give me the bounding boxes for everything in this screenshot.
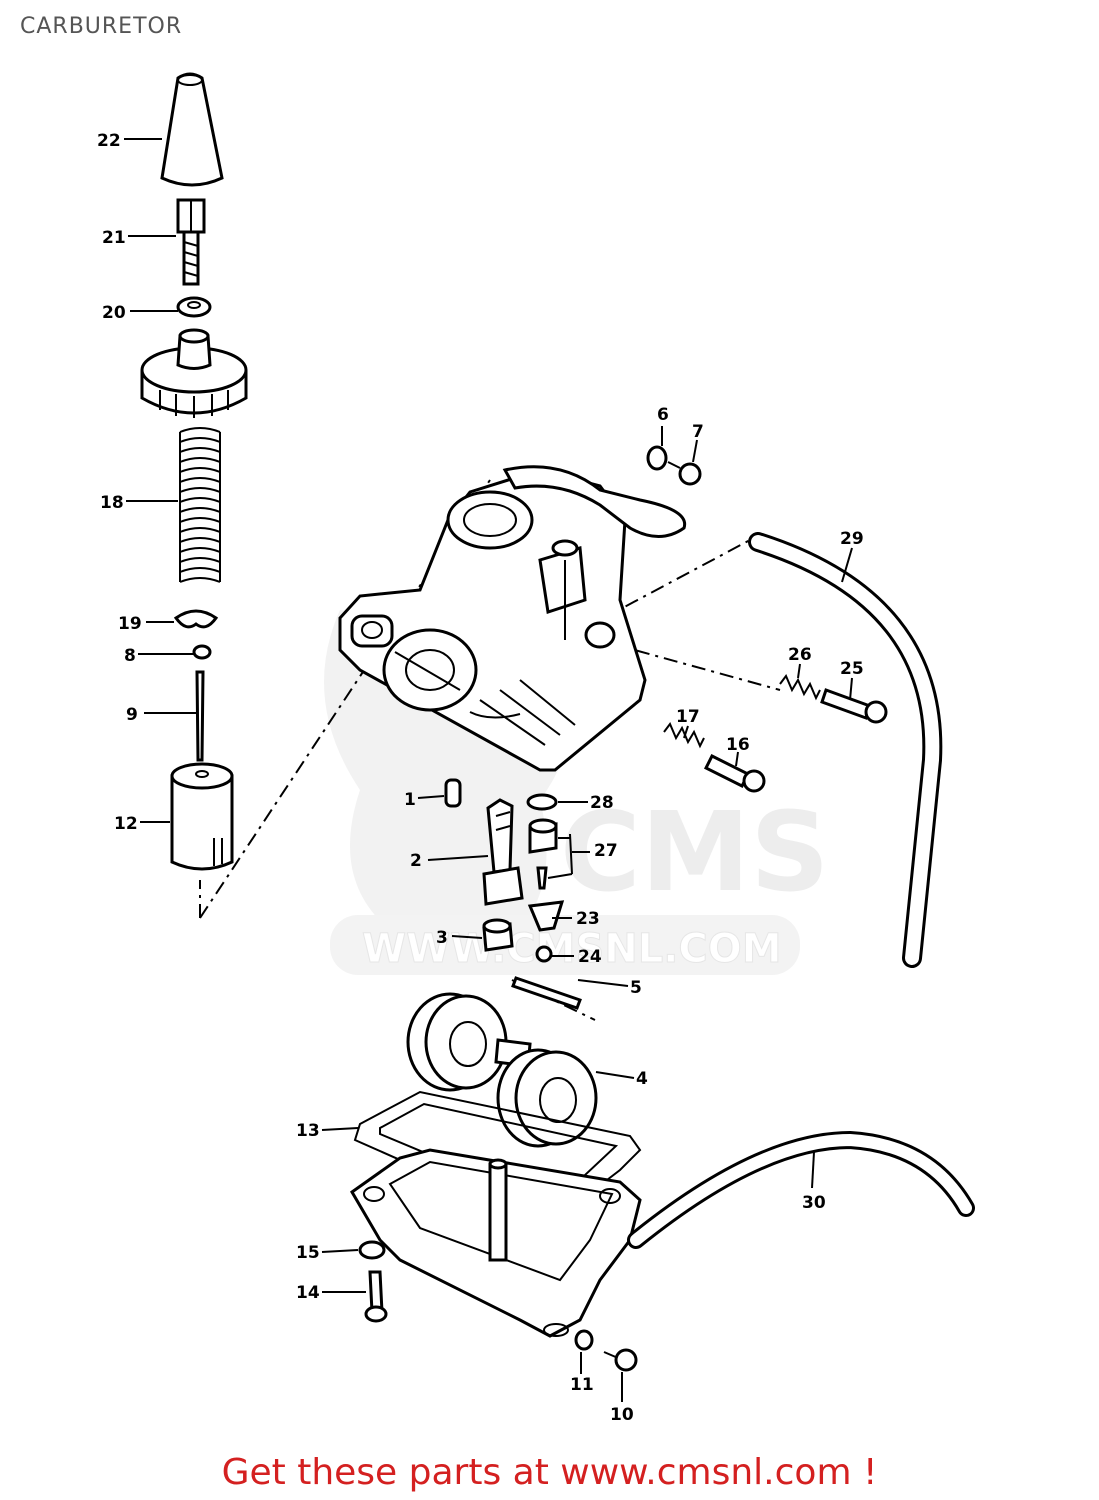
part-30-hose[interactable]	[627, 1130, 975, 1249]
callout-20: 20	[102, 303, 126, 323]
part-14-screw[interactable]	[364, 1270, 388, 1323]
callout-12: 12	[114, 814, 138, 834]
part-18-spring[interactable]	[179, 427, 221, 588]
part-top-cap[interactable]	[140, 328, 248, 418]
callout-11: 11	[570, 1375, 594, 1395]
callout-24: 24	[578, 947, 602, 967]
callout-7: 7	[692, 422, 704, 442]
callout-2: 2	[410, 851, 422, 871]
part-1-jet[interactable]	[444, 778, 462, 808]
callout-8: 8	[124, 646, 136, 666]
callout-19: 19	[118, 614, 142, 634]
part-9-jet-needle[interactable]	[195, 670, 205, 762]
callout-23: 23	[576, 909, 600, 929]
callout-9: 9	[126, 705, 138, 725]
watermark-logo: CMS	[560, 788, 829, 916]
callout-25: 25	[840, 659, 864, 679]
part-6-washer[interactable]	[646, 445, 668, 471]
carburetor-body[interactable]	[338, 465, 687, 772]
callout-3: 3	[436, 928, 448, 948]
callout-4: 4	[636, 1069, 648, 1089]
callout-21: 21	[102, 228, 126, 248]
float-chamber[interactable]	[350, 1148, 642, 1338]
callout-10: 10	[610, 1405, 634, 1425]
part-21-adjuster[interactable]	[176, 198, 206, 286]
part-26-spring[interactable]	[779, 674, 821, 701]
callout-26: 26	[788, 645, 812, 665]
part-19-clip[interactable]	[173, 609, 219, 629]
part-12-throttle-valve[interactable]	[170, 762, 234, 871]
callout-1: 1	[404, 790, 416, 810]
part-11-washer[interactable]	[574, 1329, 594, 1351]
part-22-cap[interactable]	[160, 72, 224, 187]
part-24-screw[interactable]	[535, 945, 553, 963]
callout-18: 18	[100, 493, 124, 513]
callout-14: 14	[296, 1283, 320, 1303]
watermark-url: WWW.CMSNL.COM	[362, 926, 782, 972]
part-10-drain-screw[interactable]	[603, 1348, 638, 1372]
callout-5: 5	[630, 978, 642, 998]
part-2-needle-jet[interactable]	[482, 798, 524, 906]
callout-30: 30	[802, 1193, 826, 1213]
callout-15: 15	[296, 1243, 320, 1263]
part-8-washer[interactable]	[192, 644, 212, 660]
callout-22: 22	[97, 131, 121, 151]
part-28-o-ring[interactable]	[526, 793, 558, 811]
cta-link[interactable]: Get these parts at www.cmsnl.com !	[221, 1452, 878, 1493]
callout-6: 6	[657, 405, 669, 425]
callout-17: 17	[676, 707, 700, 727]
part-3-main-jet[interactable]	[482, 918, 514, 952]
callout-13: 13	[296, 1121, 320, 1141]
part-4-float[interactable]	[406, 992, 598, 1148]
part-5-float-pin[interactable]	[511, 976, 582, 1010]
part-27-needle-valve[interactable]	[528, 818, 558, 890]
callout-27: 27	[594, 841, 618, 861]
part-20-nut[interactable]	[176, 296, 212, 318]
part-16-screw[interactable]	[703, 753, 766, 793]
leader-lines	[124, 138, 853, 1402]
page-title: CARBURETOR	[20, 14, 183, 39]
callout-16: 16	[726, 735, 750, 755]
part-15-washer[interactable]	[358, 1240, 386, 1260]
callout-29: 29	[840, 529, 864, 549]
part-25-screw[interactable]	[820, 688, 888, 724]
part-29-hose[interactable]	[748, 532, 943, 968]
callout-numbers: 22 21 20 18 19 8 9 12 6 7 29 26 25 17 16…	[97, 131, 864, 1425]
part-7-screw[interactable]	[667, 461, 702, 486]
callout-28: 28	[590, 793, 614, 813]
part-23-float-arm[interactable]	[527, 900, 565, 932]
